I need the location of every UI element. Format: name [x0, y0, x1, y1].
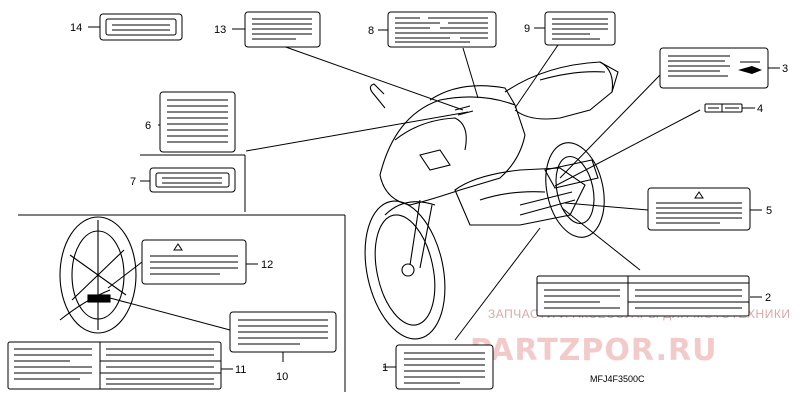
label-5 [647, 187, 751, 231]
label-10 [229, 311, 337, 353]
callout-5: 5 [766, 205, 772, 217]
diagram-code: MFJ4F3500C [590, 374, 645, 384]
callout-12: 12 [261, 259, 273, 271]
label-2 [536, 275, 750, 317]
frame-lines [18, 154, 346, 392]
watermark-logo: PARTZPOR.RU [470, 333, 717, 368]
callout-11: 11 [235, 364, 246, 376]
leader-lines [88, 26, 780, 370]
callout-2: 2 [765, 292, 771, 304]
label-6 [159, 91, 236, 153]
label-4 [704, 103, 743, 113]
label-13 [244, 11, 321, 48]
label-3 [659, 47, 769, 89]
callout-7: 7 [130, 176, 136, 188]
callout-4: 4 [757, 103, 763, 115]
callout-13: 13 [214, 24, 226, 36]
label-14 [99, 13, 183, 41]
callout-14: 14 [70, 22, 82, 34]
label-1 [395, 344, 494, 390]
callout-6: 6 [145, 120, 151, 132]
label-12 [141, 239, 247, 285]
callout-8: 8 [368, 25, 374, 37]
motorcycle-illustration [364, 61, 619, 340]
label-7 [149, 167, 236, 193]
callout-9: 9 [524, 23, 530, 35]
callout-3: 3 [782, 63, 788, 75]
label-11 [7, 341, 222, 390]
label-9 [544, 11, 616, 46]
label-8 [387, 11, 497, 48]
callout-10: 10 [276, 371, 288, 383]
callout-1: 1 [382, 362, 388, 374]
